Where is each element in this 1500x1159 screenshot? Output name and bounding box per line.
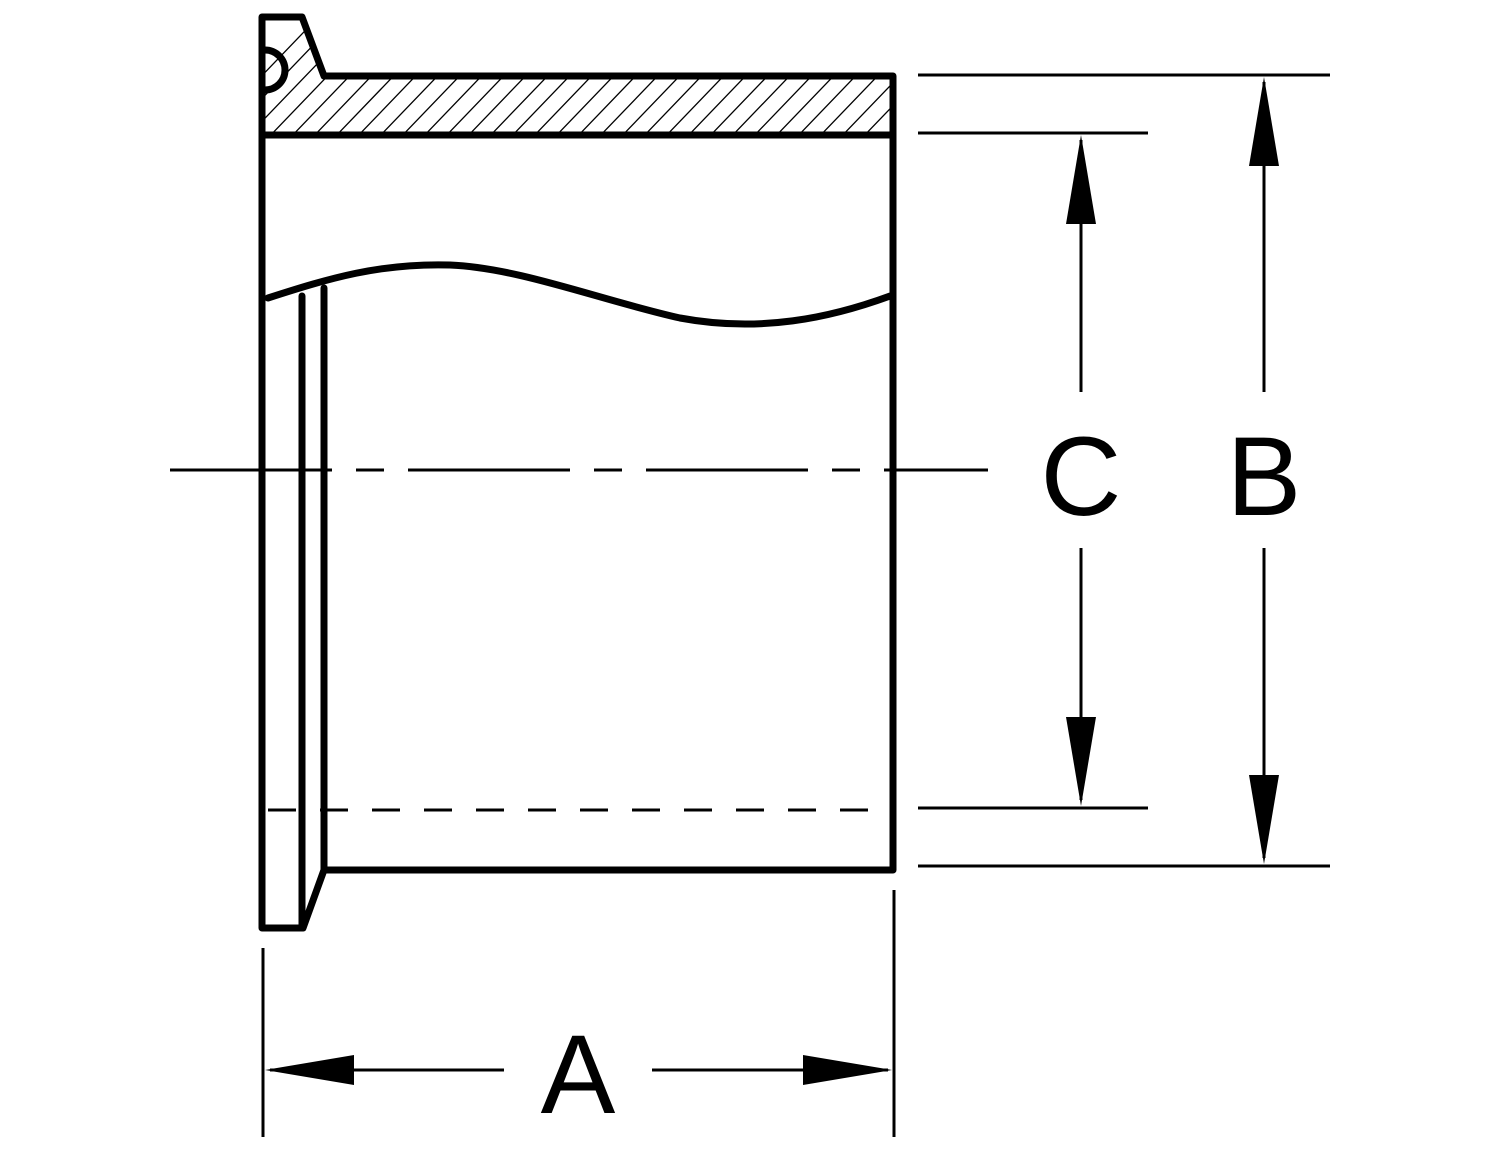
ferrule-outline (258, 13, 897, 932)
arrowhead-b-top (1249, 77, 1279, 166)
hatch-line (859, 17, 893, 133)
hatch-line (837, 17, 893, 133)
dimension-label-a: A (541, 1012, 616, 1137)
arrowhead-a-right (803, 1055, 892, 1085)
arrowhead-a-left (265, 1055, 354, 1085)
dimension-label-c: C (1041, 414, 1122, 539)
gasket-groove (261, 46, 289, 94)
break-line (264, 261, 894, 328)
arrowhead-c-top (1066, 135, 1096, 224)
dimension-label-b: B (1227, 414, 1302, 539)
arrowhead-b-bottom (1249, 775, 1279, 864)
arrowhead-c-bottom (1066, 717, 1096, 806)
